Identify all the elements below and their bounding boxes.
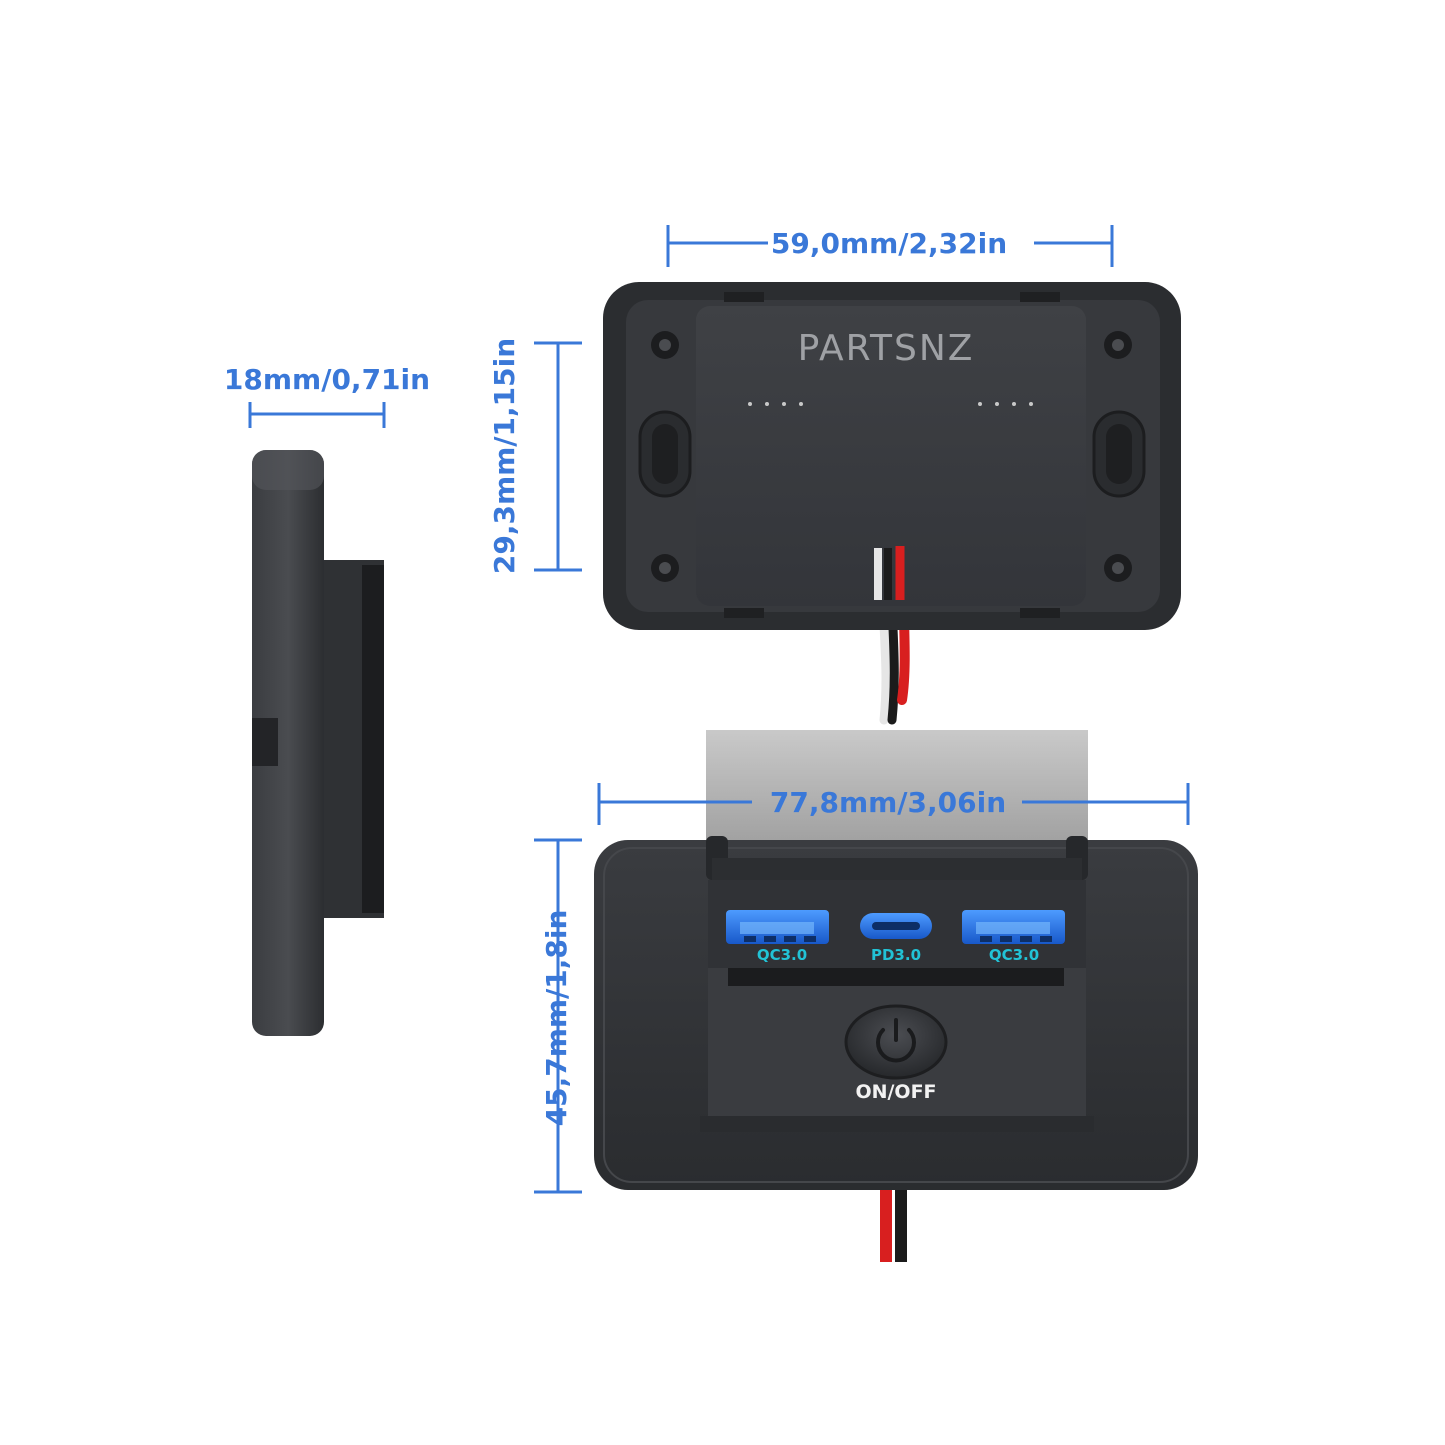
mount-slot-left [638,410,692,498]
screw-icon [651,554,679,582]
side-body [252,450,324,1036]
usb-c-port[interactable] [860,913,932,939]
usb-a-port-left[interactable] [726,910,829,944]
port-label-pd: PD3.0 [871,946,921,964]
front-view: 77,8mm/3,06in 45,7mm/1,8in [534,730,1198,1262]
power-button[interactable] [844,1004,948,1080]
back-height-dimension-line [534,341,582,572]
usb-a-port-right[interactable] [962,910,1065,944]
mount-slot-right [1092,410,1146,498]
screw-icon [1104,331,1132,359]
back-height-dimension-label: 29,3mm/1,15in [488,338,521,574]
back-width-dimension-line [666,225,1114,267]
depth-dimension-label: 18mm/0,71in [224,363,430,396]
back-panel [696,306,1086,606]
front-height-dimension-line [534,838,582,1194]
port-label-qc-right: QC3.0 [989,946,1039,964]
screw-icon [651,331,679,359]
vent-dots [748,402,1033,406]
screw-icon [1104,554,1132,582]
back-view: 59,0mm/2,32in 29,3mm/1,15in [488,225,1181,725]
back-width-dimension-label: 59,0mm/2,32in [771,227,1007,260]
wire-exit [874,546,905,600]
depth-dimension-line [248,402,386,428]
front-width-dimension-line [597,783,1190,825]
side-view: 18mm/0,71in [224,363,430,1036]
power-button-label: ON/OFF [855,1081,936,1103]
brand-logo-text: PARTSNZ [798,328,975,369]
front-width-dimension-label: 77,8mm/3,06in [770,786,1006,819]
power-icon [876,1018,916,1063]
front-height-dimension-label: 45,7mm/1,8in [540,910,573,1127]
port-label-qc-left: QC3.0 [757,946,807,964]
